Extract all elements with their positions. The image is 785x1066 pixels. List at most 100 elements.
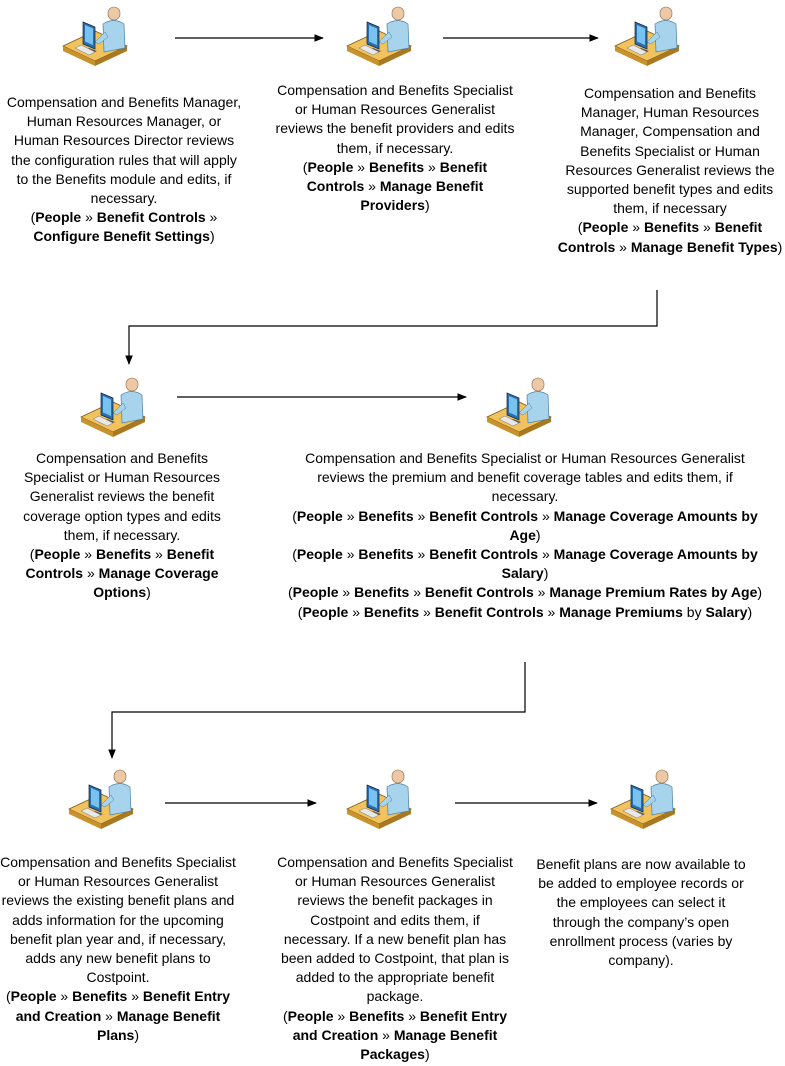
step-box: Compensation and Benefits Manager, Human…: [4, 93, 244, 247]
nav-segment: Benefit Controls: [429, 546, 539, 563]
nav-separator: »: [533, 584, 550, 601]
nav-segment: People: [582, 219, 629, 236]
navigation-path: (People » Benefits » Benefit Entry and C…: [5, 988, 231, 1043]
nav-separator: »: [419, 603, 435, 620]
nav-segment: Benefit Controls: [25, 546, 215, 582]
step-box: Compensation and Benefits Specialist or …: [5, 449, 239, 603]
nav-segment: Benefit Controls: [557, 219, 763, 255]
nav-separator: by: [682, 603, 706, 620]
step-description: Compensation and Benefits Specialist or …: [23, 450, 221, 543]
navigation-path: (People » Benefits » Benefit Controls » …: [292, 546, 758, 582]
nav-segment: Benefits: [349, 1007, 405, 1024]
nav-segment: Benefits: [72, 988, 128, 1005]
nav-segment: Benefits: [368, 158, 425, 175]
nav-segment: Benefits: [643, 219, 700, 236]
step-box: Compensation and Benefits Specialist or …: [0, 853, 236, 1045]
step-description: Compensation and Benefits Specialist or …: [305, 450, 745, 505]
navigation-path: (People » Benefits » Benefit Controls » …: [25, 546, 219, 601]
person-at-computer-icon: [67, 765, 135, 835]
nav-segment: People: [302, 603, 349, 620]
nav-separator: »: [424, 158, 440, 175]
nav-separator: »: [628, 219, 644, 236]
nav-separator: »: [342, 546, 359, 563]
nav-segment: Manage Coverage Options: [93, 565, 219, 601]
nav-separator: »: [538, 507, 554, 524]
nav-separator: »: [699, 219, 715, 236]
nav-segment: Manage Benefit Plans: [96, 1007, 221, 1043]
nav-separator: »: [56, 988, 73, 1005]
nav-separator: »: [538, 546, 554, 563]
navigation-path: (People » Benefits » Benefit Controls » …: [287, 584, 763, 601]
nav-segment: Manage Coverage Amounts by Age: [509, 507, 758, 543]
nav-separator: »: [409, 584, 425, 601]
step-box: Compensation and Benefits Specialist or …: [285, 449, 765, 622]
nav-separator: »: [80, 546, 96, 563]
nav-separator: »: [378, 1026, 394, 1043]
person-at-computer-icon: [613, 2, 681, 72]
nav-segment: Benefit Controls: [96, 209, 206, 226]
nav-segment: Benefit Controls: [429, 507, 539, 524]
nav-segment: People: [10, 988, 57, 1005]
nav-separator: »: [353, 158, 369, 175]
nav-segment: Salary: [705, 603, 748, 620]
navigation-paths: (People » Benefits » Benefit Controls » …: [554, 218, 785, 256]
nav-segment: People: [296, 507, 343, 524]
nav-segment: Manage Coverage Amounts by Salary: [501, 546, 758, 582]
navigation-paths: (People » Benefits » Benefit Entry and C…: [277, 1007, 513, 1065]
person-at-computer-icon: [485, 373, 553, 443]
navigation-paths: (People » Benefits » Benefit Controls » …: [285, 507, 765, 622]
nav-segment: Manage Benefit Types: [630, 238, 778, 255]
nav-segment: People: [35, 209, 82, 226]
nav-segment: People: [292, 584, 339, 601]
navigation-paths: (People » Benefits » Benefit Controls » …: [275, 158, 515, 216]
nav-segment: Manage Benefit Providers: [360, 178, 484, 214]
step-description: Compensation and Benefits Manager, Human…: [565, 85, 775, 217]
nav-segment: Manage Premium Rates by Age: [549, 584, 758, 601]
nav-separator: »: [413, 507, 430, 524]
nav-separator: »: [342, 507, 359, 524]
navigation-paths: (People » Benefits » Benefit Controls » …: [5, 545, 239, 603]
nav-segment: Benefit Controls: [434, 603, 544, 620]
step-description: Benefit plans are now available to be ad…: [536, 856, 746, 969]
nav-separator: »: [543, 603, 560, 620]
nav-segment: Benefits: [95, 546, 152, 563]
step-description: Compensation and Benefits Manager, Human…: [6, 94, 242, 207]
nav-segment: Benefits: [358, 546, 414, 563]
nav-separator: »: [127, 988, 143, 1005]
nav-separator: »: [101, 1007, 117, 1024]
nav-separator: »: [151, 546, 167, 563]
arrow-step5-to-step6: [108, 662, 526, 759]
nav-separator: »: [413, 546, 430, 563]
nav-separator: »: [615, 238, 631, 255]
nav-segment: People: [307, 158, 354, 175]
nav-segment: Benefit Controls: [424, 584, 534, 601]
navigation-paths: (People » Benefits » Benefit Entry and C…: [0, 987, 236, 1045]
person-at-computer-icon: [345, 2, 413, 72]
step-box: Compensation and Benefits Manager, Human…: [554, 84, 785, 257]
nav-segment: Configure Benefit Settings: [33, 228, 210, 245]
nav-segment: Manage Benefit Packages: [360, 1026, 498, 1063]
step-box: Compensation and Benefits Specialist or …: [277, 853, 513, 1064]
navigation-path: (People » Benefits » Benefit Controls » …: [557, 219, 783, 255]
step-box: Compensation and Benefits Specialist or …: [275, 81, 515, 215]
nav-separator: »: [348, 603, 364, 620]
navigation-path: (People » Benefits » Benefit Controls » …: [292, 507, 758, 543]
step-box: Benefit plans are now available to be ad…: [536, 855, 746, 970]
nav-segment: Benefit Entry and Creation: [15, 988, 231, 1024]
navigation-path: (People » Benefits » Benefit Entry and C…: [282, 1007, 508, 1063]
person-at-computer-icon: [61, 2, 129, 72]
nav-separator: »: [333, 1007, 350, 1024]
nav-separator: »: [404, 1007, 420, 1024]
step-description: Compensation and Benefits Specialist or …: [0, 854, 236, 986]
nav-separator: »: [364, 178, 380, 195]
step-description: Compensation and Benefits Specialist or …: [275, 82, 515, 156]
step-description: Compensation and Benefits Specialist or …: [277, 854, 513, 1005]
nav-segment: People: [34, 546, 81, 563]
nav-segment: People: [296, 546, 343, 563]
person-at-computer-icon: [79, 373, 147, 443]
arrow-step3-to-step4: [125, 290, 658, 365]
person-at-computer-icon: [345, 765, 413, 835]
nav-segment: Benefit Entry and Creation: [292, 1007, 508, 1043]
